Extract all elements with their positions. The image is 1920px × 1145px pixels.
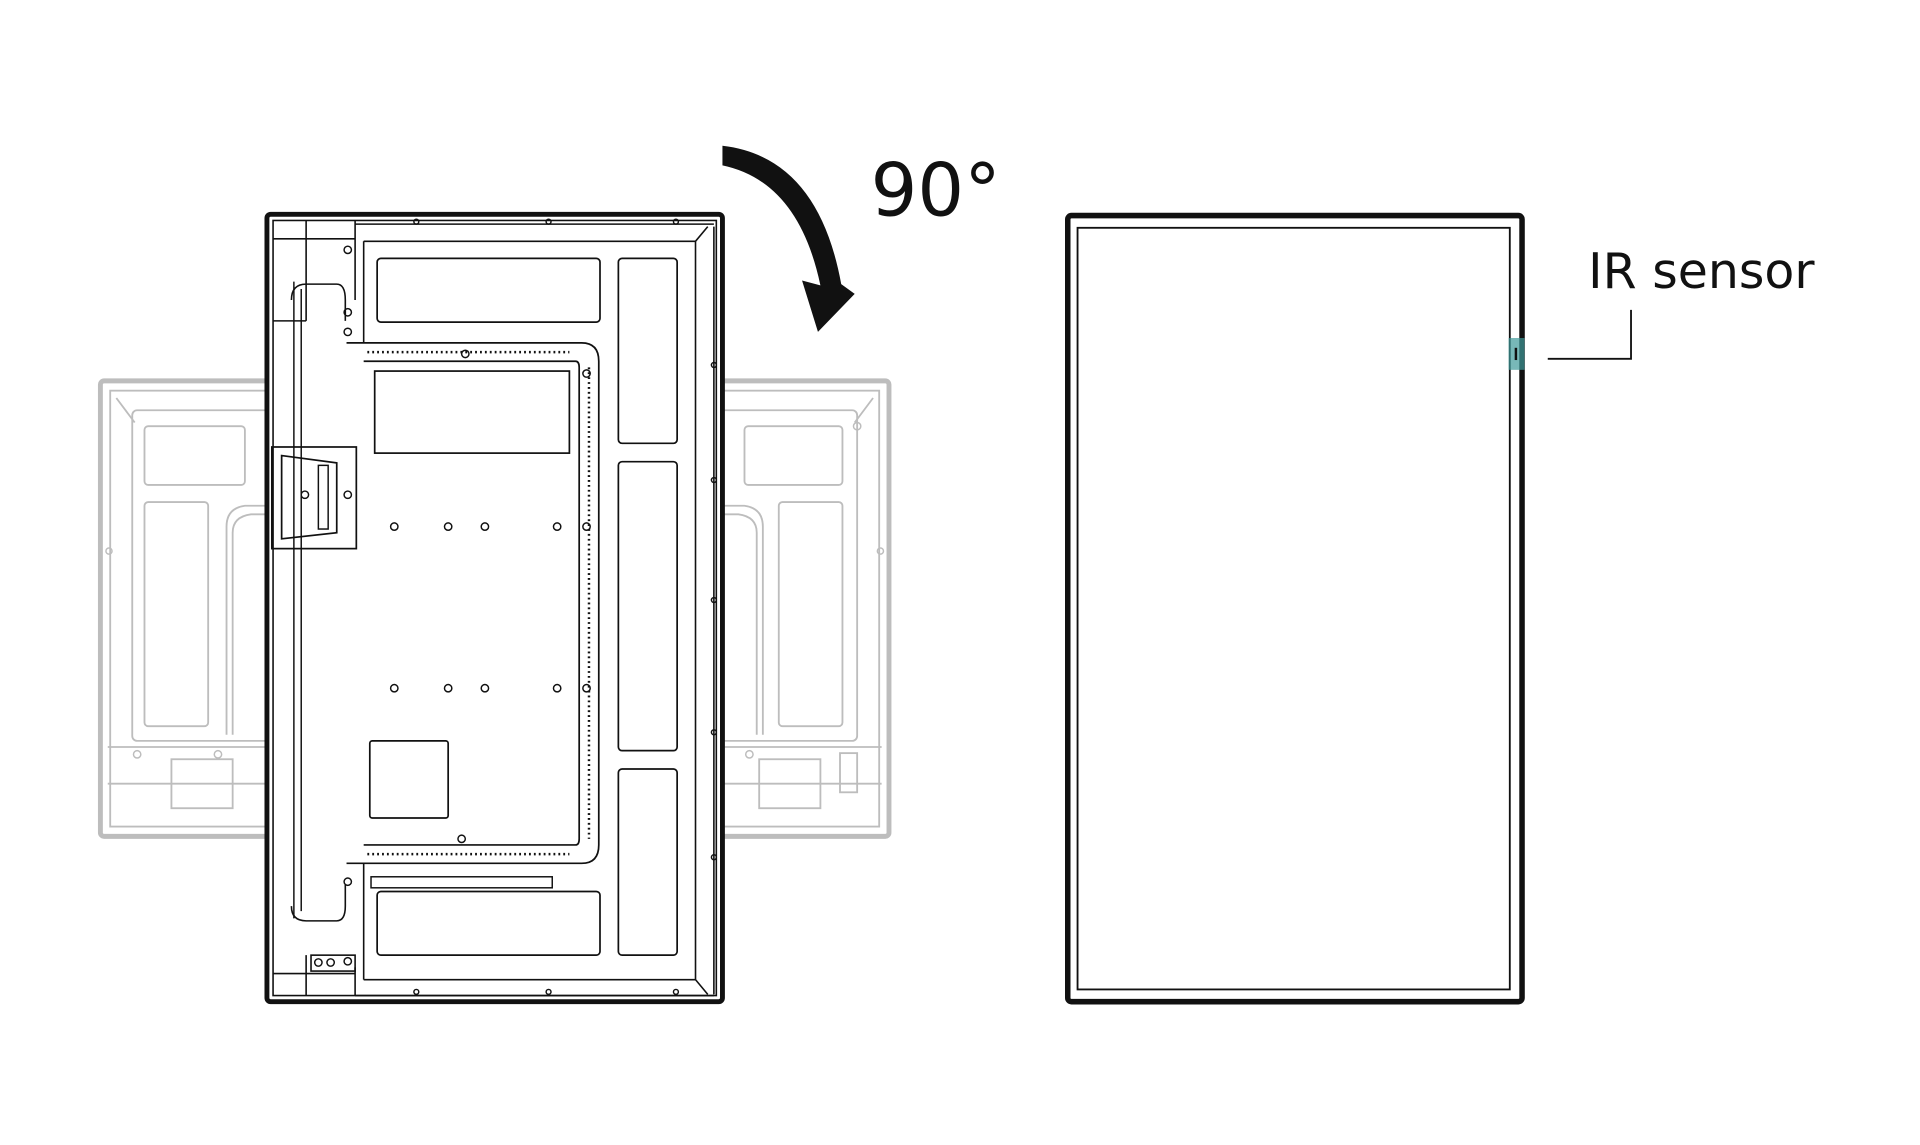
display-front-portrait <box>1065 212 1525 1005</box>
ir-sensor-window <box>1514 347 1518 361</box>
rotation-angle-label: 90° <box>871 149 1001 234</box>
display-back-portrait <box>264 211 725 1005</box>
clockwise-curved-arrow-icon <box>722 145 855 332</box>
ir-sensor-leader-line <box>1547 309 1632 360</box>
ir-sensor-label: IR sensor <box>1588 243 1815 300</box>
